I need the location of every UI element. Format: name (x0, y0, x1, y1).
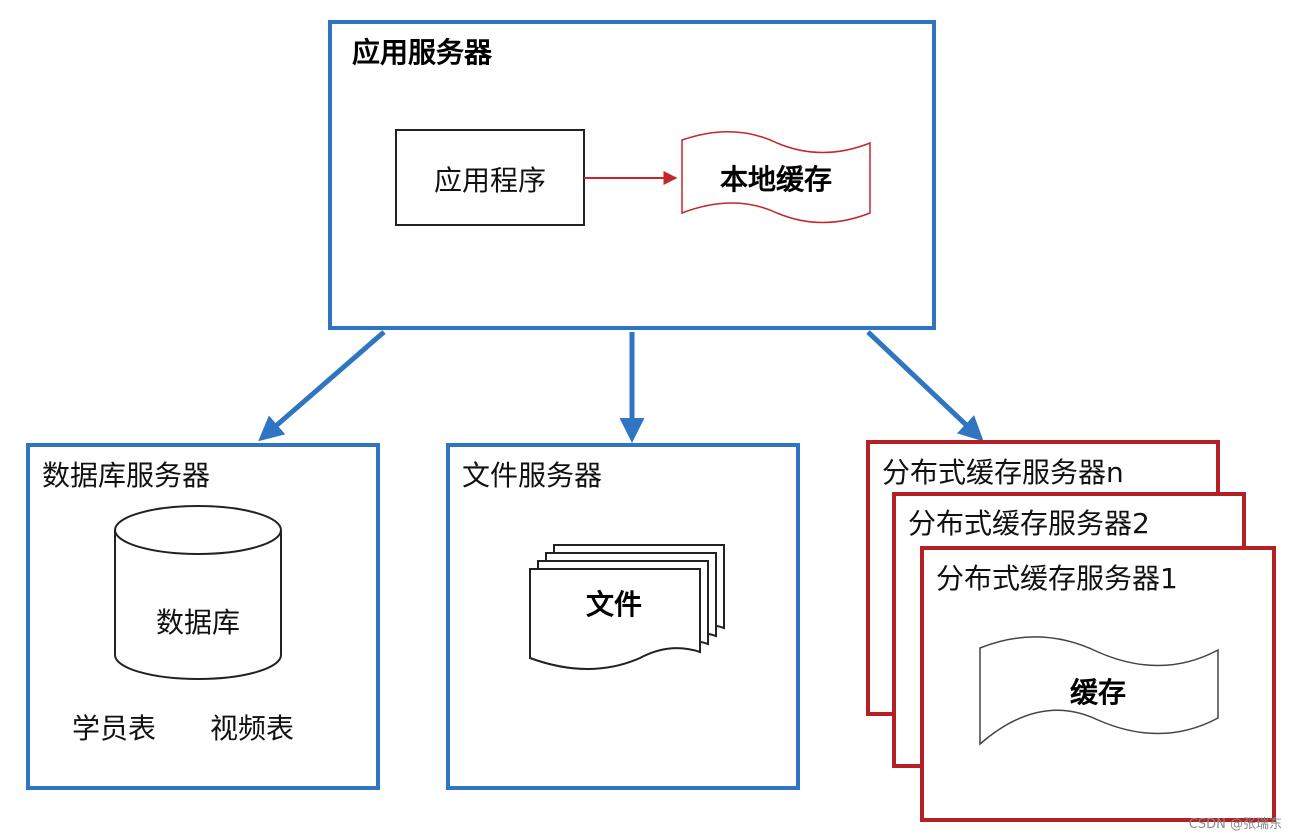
db-server-box: 数据库服务器 数据库 学员表 视频表 (26, 443, 380, 790)
dist-cache-server-n-title: 分布式缓存服务器n (882, 456, 1124, 489)
arrow-to-dist-cache (866, 330, 984, 442)
file-label: 文件 (586, 588, 642, 621)
local-cache-label: 本地缓存 (720, 163, 832, 196)
file-server-box: 文件服务器 文件 (446, 443, 800, 790)
dist-cache-server-2-title: 分布式缓存服务器2 (908, 507, 1150, 540)
file-server-title: 文件服务器 (462, 459, 602, 492)
table-label-students: 学员表 (72, 712, 156, 745)
table-label-videos: 视频表 (210, 712, 294, 745)
csdn-watermark: CSDN @张瑞东 (1188, 817, 1282, 832)
database-label: 数据库 (156, 606, 240, 639)
db-server-title: 数据库服务器 (42, 459, 210, 492)
app-program-node: 应用程序 (395, 129, 585, 226)
cache-node: 缓存 (979, 636, 1219, 746)
file-stack-icon: 文件 (529, 544, 725, 670)
arrow-to-db-server (258, 330, 386, 442)
app-server-box: 应用服务器 应用程序 本地缓存 (328, 20, 936, 330)
app-server-title: 应用服务器 (352, 36, 493, 69)
cache-label: 缓存 (1070, 676, 1126, 709)
database-cylinder-icon: 数据库 (114, 505, 282, 680)
dist-cache-server-1-title: 分布式缓存服务器1 (936, 562, 1178, 595)
dist-cache-server-1: 分布式缓存服务器1 缓存 (920, 546, 1276, 822)
local-cache-node: 本地缓存 (681, 130, 871, 224)
app-program-label: 应用程序 (434, 164, 546, 197)
